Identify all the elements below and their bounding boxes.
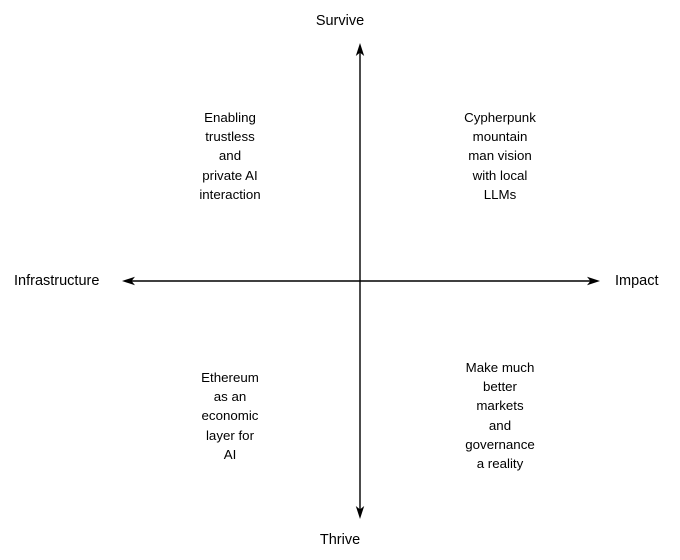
vertical-axis-arrow-up-icon — [355, 43, 365, 56]
quadrant-text-top-right: Cypherpunk mountain man vision with loca… — [464, 110, 536, 202]
axis-label-survive: Survive — [315, 13, 365, 29]
axis-label-thrive: Thrive — [319, 532, 361, 548]
horizontal-axis-arrow-right-icon — [587, 276, 600, 286]
quadrant-text-bottom-right: Make much better markets and governance … — [465, 360, 535, 472]
axis-label-impact: Impact — [615, 273, 659, 289]
horizontal-axis-arrow-left-icon — [122, 276, 135, 286]
vertical-axis-arrow-down-icon — [355, 506, 365, 519]
axis-label-infrastructure: Infrastructure — [14, 273, 100, 289]
quadrant-text-bottom-left: Ethereum as an economic layer for AI — [201, 370, 259, 462]
horizontal-axis — [122, 276, 600, 286]
quadrant-text-top-left: Enabling trustless and private AI intera… — [199, 110, 261, 202]
